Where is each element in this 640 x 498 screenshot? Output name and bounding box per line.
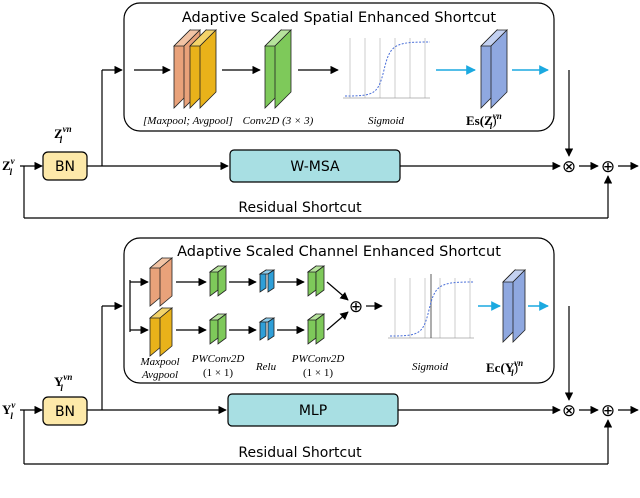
- top-add-op: ⊕: [601, 157, 615, 177]
- channel-merge-op: ⊕: [349, 297, 363, 317]
- channel-avgpool-label: Avgpool: [141, 369, 178, 381]
- spatial-sigmoid-plot: [343, 38, 431, 99]
- top-multiply-op: ⊗: [562, 157, 576, 177]
- channel-maxpool-map: [148, 257, 174, 307]
- bottom-residual-label: Residual Shortcut: [238, 445, 362, 461]
- bottom-bn-label: BN: [55, 404, 75, 420]
- spatial-pool-maps: [173, 29, 217, 109]
- channel-pwconv1-bottom: [208, 313, 228, 345]
- channel-relu-label: Relu: [255, 361, 277, 373]
- channel-pwconv1-top: [208, 265, 228, 297]
- spatial-conv-map: [264, 29, 292, 109]
- bottom-add-op: ⊕: [601, 401, 615, 421]
- spatial-conv-label: Conv2D (3 × 3): [243, 115, 314, 127]
- spatial-output-map: [480, 29, 508, 109]
- spatial-pool-label: [Maxpool; Avgpool]: [143, 115, 233, 127]
- channel-output-map: [502, 269, 526, 343]
- channel-pwconv2-top: [306, 265, 326, 297]
- channel-module-box: [123, 237, 555, 384]
- channel-avgpool-map: [148, 307, 174, 357]
- channel-pwconv2-label: PWConv2D: [291, 353, 345, 365]
- channel-sigmoid-plot: [388, 274, 475, 339]
- channel-pwconv2-size: (1 × 1): [303, 367, 333, 379]
- channel-pwconv1-size: (1 × 1): [203, 367, 233, 379]
- bottom-bn-block: [42, 396, 88, 426]
- channel-pwconv2-bottom: [306, 313, 326, 345]
- channel-relu-bottom: [258, 317, 276, 341]
- channel-shortcut-module: Adaptive Scaled Channel Enhanced Shortcu…: [123, 237, 555, 384]
- channel-module-title: Adaptive Scaled Channel Enhanced Shortcu…: [177, 244, 501, 260]
- top-bn-label: BN: [55, 159, 75, 175]
- spatial-sigmoid-label: Sigmoid: [368, 115, 405, 127]
- mlp-label: MLP: [299, 403, 327, 419]
- top-residual-label: Residual Shortcut: [238, 200, 362, 216]
- channel-relu-top: [258, 269, 276, 293]
- w-msa-label: W-MSA: [290, 159, 340, 175]
- bottom-multiply-op: ⊗: [562, 401, 576, 421]
- channel-pwconv1-label: PWConv2D: [191, 353, 245, 365]
- spatial-module-title: Adaptive Scaled Spatial Enhanced Shortcu…: [182, 10, 497, 26]
- channel-maxpool-label: Maxpool: [139, 356, 179, 368]
- spatial-shortcut-module: Adaptive Scaled Spatial Enhanced Shortcu…: [123, 2, 555, 132]
- spatial-module-box: [123, 2, 555, 132]
- channel-sigmoid-label: Sigmoid: [412, 361, 449, 373]
